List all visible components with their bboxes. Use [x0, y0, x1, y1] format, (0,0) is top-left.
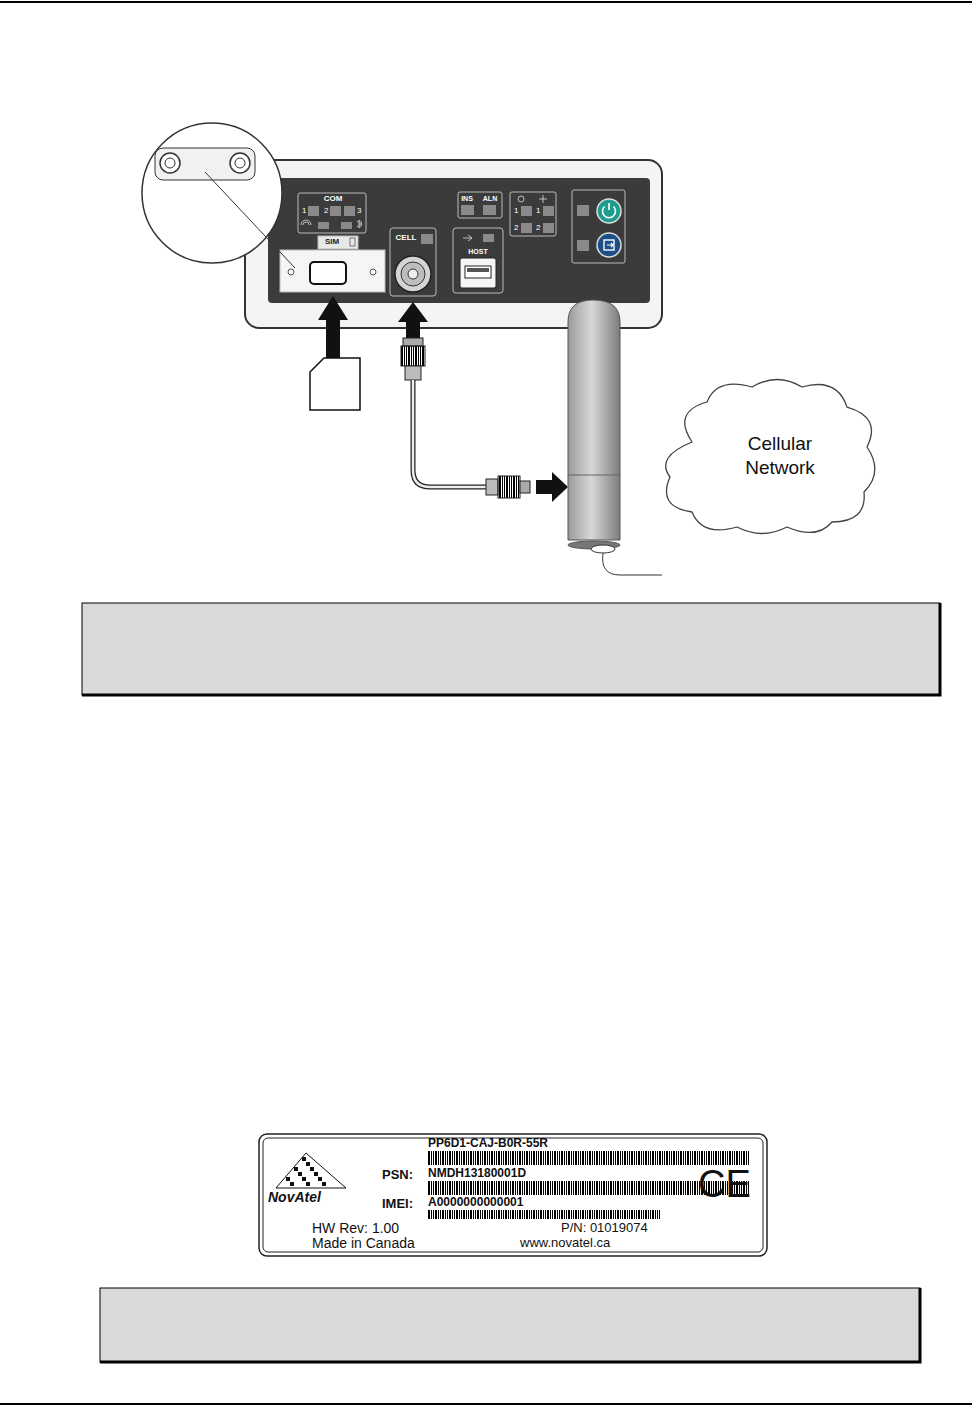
product-label: PP6D1-CAJ-B0R-55R PSN: NMDH13180001D IMEI: A…: [258, 1133, 768, 1257]
port-group-label: COM: [324, 195, 343, 203]
label-text: P/N: 01019074: [561, 1221, 648, 1234]
label-text: NovAtel: [268, 1190, 321, 1204]
slot-label: SIM: [325, 238, 339, 246]
connector-label: CELL: [396, 234, 417, 242]
label-text: HW Rev: 1.00: [312, 1221, 399, 1235]
port-number: 3: [357, 207, 361, 215]
label-text: IMEI:: [382, 1197, 413, 1210]
cloud-outline: [652, 372, 884, 540]
led-number: 2: [536, 224, 540, 232]
label-text: A0000000000001: [428, 1196, 523, 1208]
cloud-shape: Cellular Network: [652, 372, 884, 540]
port-number: 2: [324, 207, 328, 215]
label-text: CE: [698, 1165, 751, 1203]
led-label: INS: [461, 195, 473, 202]
led-number: 1: [536, 207, 540, 215]
led-number: 2: [514, 224, 518, 232]
led-number: 1: [514, 207, 518, 215]
port-number: 1: [302, 207, 306, 215]
label-text: PP6D1-CAJ-B0R-55R: [428, 1137, 548, 1149]
port-label: HOST: [468, 248, 487, 255]
label-text: www.novatel.ca: [520, 1236, 610, 1249]
label-text: Made in Canada: [312, 1236, 415, 1250]
label-text: PSN:: [382, 1168, 413, 1181]
led-label: ALN: [483, 195, 497, 202]
label-text: NMDH13180001D: [428, 1167, 526, 1179]
cloud-label: Cellular Network: [725, 432, 835, 480]
